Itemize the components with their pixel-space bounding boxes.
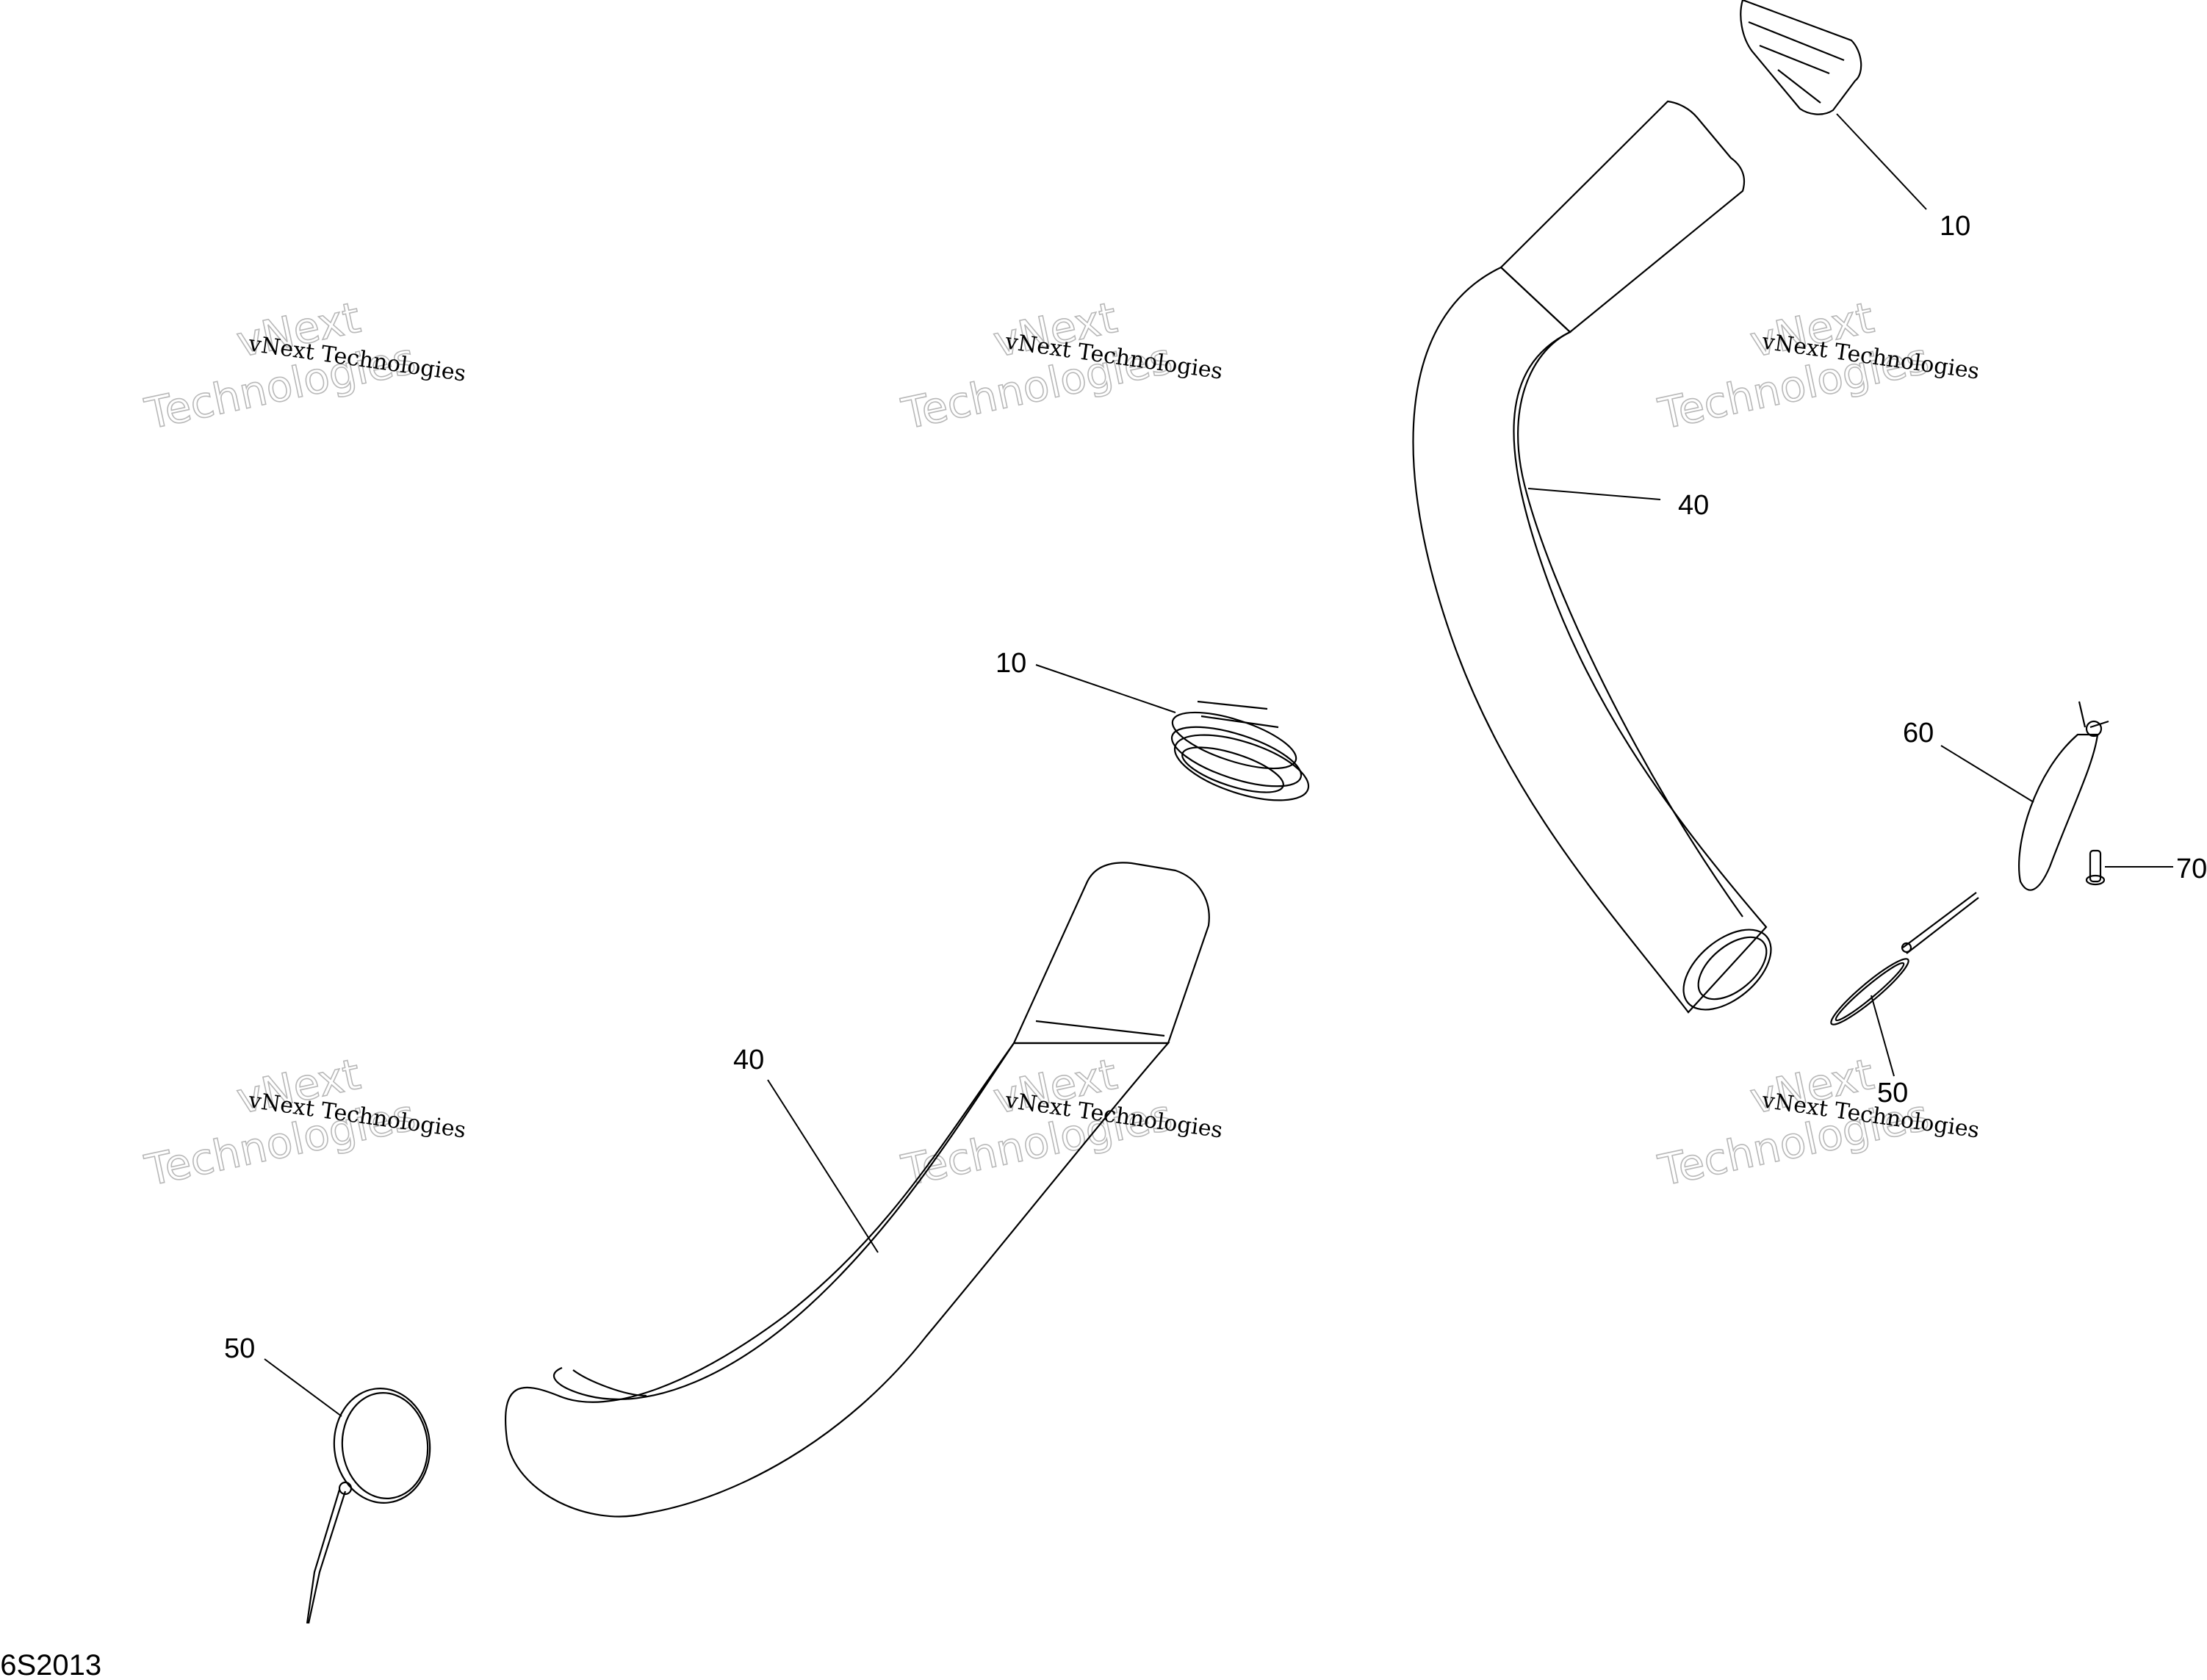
leader-c2: [1527, 488, 1661, 500]
leader-lines: [264, 113, 2173, 1417]
cable-tie: [2018, 701, 2109, 891]
hose-clamp-left: [306, 1388, 431, 1624]
callout-10-top: 10: [1940, 211, 1970, 242]
hose-upper-ribbed-end: [1499, 100, 1746, 334]
callout-70: 70: [2176, 854, 2207, 884]
leader-c8: [264, 1358, 342, 1417]
drawing-id: 36S2013: [0, 1649, 101, 1680]
leader-c4: [1940, 745, 2034, 803]
leader-c7: [767, 1079, 879, 1253]
callout-50-left: 50: [224, 1333, 255, 1364]
leader-c3: [1035, 664, 1176, 713]
leader-c1: [1836, 113, 1927, 210]
leader-c6: [1871, 995, 1895, 1077]
callout-50-right: 50: [1877, 1078, 1908, 1108]
watermark-layer: vNext Technologies vNext Technologies vN…: [140, 292, 1981, 1196]
coupling-ring-middle: [1170, 700, 1310, 801]
coupling-ring-top: [1740, 0, 1862, 115]
hose-lower: [505, 862, 1210, 1518]
callout-60: 60: [1903, 718, 1934, 749]
rivet-pin: [2085, 849, 2106, 886]
hose-lower-ribbed-end: [1012, 862, 1210, 1045]
hose-upper: [1412, 100, 1772, 1014]
callout-40-lower: 40: [733, 1045, 764, 1075]
callout-40-upper: 40: [1678, 490, 1709, 521]
callout-10-middle: 10: [996, 648, 1026, 679]
hose-clamp-right: [1830, 892, 1979, 1025]
callouts: 10 40 10 60 70 50 40 50: [224, 211, 2207, 1364]
